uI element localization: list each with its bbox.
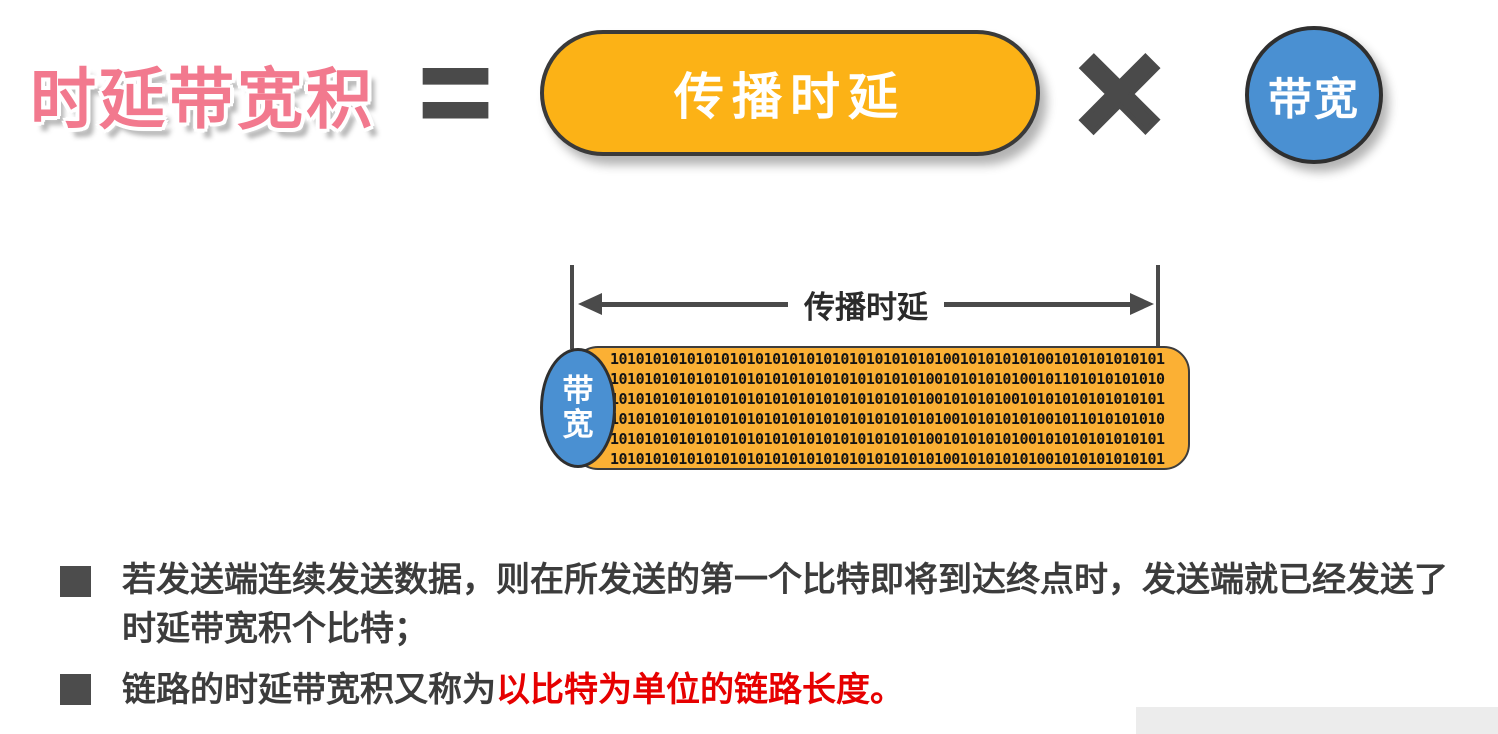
pipe-body: 1010101010101010101010101010101010101010… <box>572 346 1190 470</box>
bandwidth-label: 带宽 <box>1268 75 1360 124</box>
bit-line: 1010101010101010101010101010101010101001… <box>610 370 1165 388</box>
multiply-icon: × <box>1062 15 1177 170</box>
note-text-1: 若发送端连续发送数据，则在所发送的第一个比特即将到达终点时，发送端就已经发送了时… <box>122 561 1448 648</box>
pipe-bandwidth-cap: 带宽 <box>540 348 616 468</box>
equals-icon: = <box>398 28 513 156</box>
watermark-area <box>1136 707 1498 734</box>
arrow-line-left <box>602 301 788 307</box>
multiply-symbol: × <box>1073 8 1166 176</box>
arrow-right-tick <box>1156 265 1160 349</box>
bullet-square-icon <box>60 674 91 705</box>
arrow-left-tick <box>570 265 574 349</box>
pipe-bandwidth-label: 带宽 <box>562 373 594 442</box>
bit-line: 1010101010101010101010101010101010101010… <box>610 350 1165 368</box>
propagation-delay-arrow: 传播时延 <box>578 287 1154 325</box>
arrow-label: 传播时延 <box>804 289 928 325</box>
page-title: 时延带宽积 <box>30 62 375 136</box>
bit-line: 1010101010101010101010101010101010101010… <box>610 450 1165 468</box>
bandwidth-circle: 带宽 <box>1245 26 1383 164</box>
bit-line: 1010101010101010101010101010101010101001… <box>610 390 1165 408</box>
note-2-highlight: 以比特为单位的链路长度。 <box>496 671 904 709</box>
propagation-delay-pill: 传播时延 <box>540 30 1040 156</box>
note-text-2: 链路的时延带宽积又称为以比特为单位的链路长度。 <box>122 666 1478 715</box>
arrowhead-left-icon <box>578 293 602 315</box>
equals-symbol: = <box>418 22 494 162</box>
note-2-normal: 链路的时延带宽积又称为 <box>122 671 496 709</box>
propagation-delay-label: 传播时延 <box>674 69 906 125</box>
link-pipe-diagram: 1010101010101010101010101010101010101010… <box>540 345 1192 472</box>
bit-line: 1010101010101010101010101010101010101001… <box>610 430 1165 448</box>
bit-line: 1010101010101010101010101010101010101010… <box>610 410 1165 428</box>
bullet-square-icon <box>60 566 91 597</box>
arrowhead-right-icon <box>1130 293 1154 315</box>
bit-stream: 1010101010101010101010101010101010101010… <box>610 349 1184 468</box>
arrow-line-right <box>944 301 1130 307</box>
